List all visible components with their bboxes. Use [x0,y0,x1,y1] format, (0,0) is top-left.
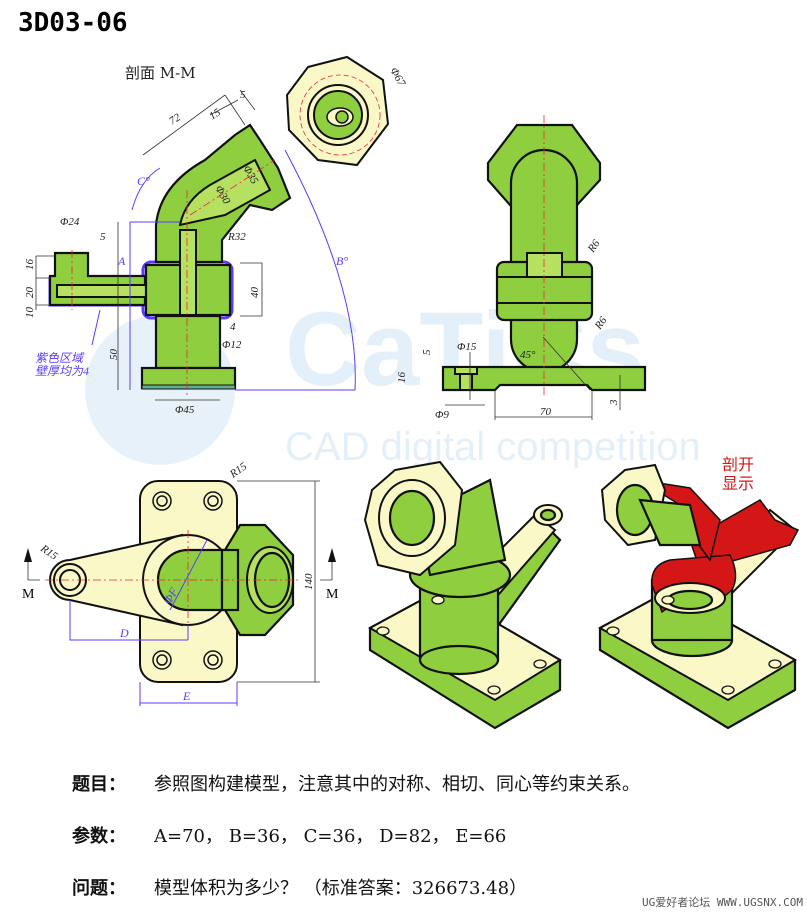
dim-r15-arm: R15 [37,542,60,563]
side-view: R6 R6 Φ15 5 16 45° Φ9 70 3 [396,115,647,421]
dim-50: 50 [108,349,120,361]
topic-label: 题目： [72,774,126,795]
section-title: 剖面 M-M [125,64,196,82]
section-mark-right: M [326,587,339,602]
dim-16-side: 16 [396,372,408,384]
watermark-subtitle: CAD digital competition [285,425,701,469]
dim-5-side: 5 [421,349,433,355]
cutaway-label-line1: 剖开 [722,455,754,474]
dim-15: 15 [207,106,223,122]
params-label: 参数： [72,826,126,847]
dim-5-top: 5 [240,89,246,101]
dim-angle-b: B° [336,254,348,268]
dim-70: 70 [540,406,552,418]
hex-end-view [285,55,390,167]
dim-r32: R32 [227,231,246,243]
dim-10: 10 [24,307,36,319]
drawing-title: 3D03-06 [18,8,128,38]
purple-note-line2: 壁厚均为4 [35,364,89,378]
dim-e: E [182,689,191,703]
dim-16: 16 [24,259,36,271]
question-topic: 题目： 参照图构建模型，注意其中的对称、相切、同心等约束关系。 [72,770,640,796]
topic-text: 参照图构建模型，注意其中的对称、相切、同心等约束关系。 [154,774,640,795]
problem-text: 模型体积为多少？ （标准答案：326673.48） [154,878,528,899]
dim-d: D [119,626,129,640]
dim-phi15: Φ15 [457,341,477,353]
dim-phi24: Φ24 [60,216,80,228]
dim-phi12: Φ12 [222,339,242,351]
cutaway-label-line2: 显示 [722,474,754,493]
question-params: 参数： A=70， B=36， C=36， D=82， E=66 [72,822,506,848]
dim-20: 20 [24,287,36,299]
dim-3: 3 [608,399,620,406]
dim-5-boss: 5 [100,231,106,243]
iso-view [363,460,563,730]
dim-45deg: 45° [520,349,536,361]
section-view: 72 15 5 Φ67 C° Φ35 Φ30 R32 Φ24 5 16 20 1… [24,66,408,417]
dim-phi67: Φ67 [387,66,407,89]
dim-r6-top: R6 [585,237,603,255]
dim-4: 4 [230,321,236,333]
purple-note-line1: 紫色区域 [35,351,85,365]
dim-72: 72 [167,111,183,127]
forum-credit: UG爱好者论坛 WWW.UGSNX.COM [642,896,803,909]
cutaway-view: 剖开 显示 [597,455,800,730]
top-view: M M R15 R15 ΦF D E 140 [22,460,339,706]
dim-140: 140 [303,573,315,590]
params-text: A=70， B=36， C=36， D=82， E=66 [154,826,507,847]
dim-a: A [117,254,126,268]
problem-label: 问题： [72,878,126,899]
dim-phi9: Φ9 [435,409,449,421]
question-problem: 问题： 模型体积为多少？ （标准答案：326673.48） [72,874,527,900]
dim-r15-plate: R15 [227,460,250,481]
dim-40: 40 [249,287,261,299]
section-mark-left: M [22,587,35,602]
dim-angle-c: C° [137,174,150,188]
dim-phi45: Φ45 [175,404,195,416]
